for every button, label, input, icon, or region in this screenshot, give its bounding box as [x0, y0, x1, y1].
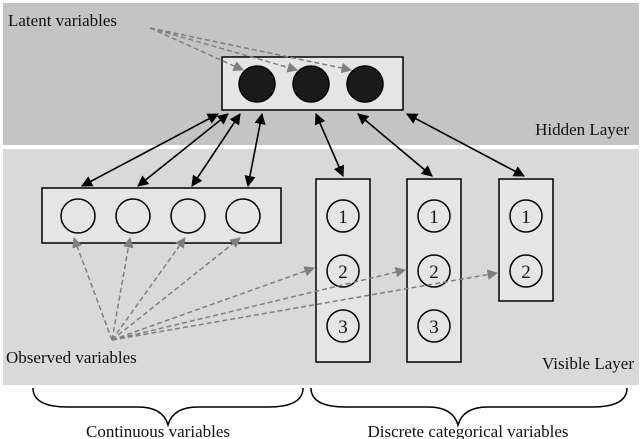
category-node: [417, 254, 451, 288]
latent-variables-label: Latent variables: [8, 11, 117, 30]
bidirectional-edge: [314, 112, 345, 178]
visible-layer-label: Visible Layer: [542, 354, 634, 373]
category-label: 2: [429, 262, 439, 283]
category-label: 2: [521, 262, 531, 283]
observed-pointer-arrow: [72, 237, 113, 341]
observed-pointer-arrow: [111, 269, 499, 341]
observed-node: [170, 198, 206, 234]
discrete-brace: [310, 387, 628, 428]
observed-pointer-arrow: [111, 237, 186, 341]
continuous-brace: [32, 387, 304, 428]
latent-node: [346, 65, 384, 103]
category-node: [417, 199, 451, 233]
observed-pointer-arrow: [111, 267, 407, 341]
latent-pointer-arrow: [149, 27, 244, 71]
category-node: [326, 254, 360, 288]
observed-pointer-arrow: [111, 266, 315, 341]
hidden-layer-label: Hidden Layer: [535, 120, 629, 139]
latent-node: [292, 65, 330, 103]
latent-pointer-arrow: [149, 27, 353, 74]
latent-pointer-arrow: [149, 27, 299, 73]
bidirectional-edge: [406, 113, 525, 177]
observed-node: [60, 198, 96, 234]
category-node: [417, 309, 451, 343]
category-node: [509, 199, 543, 233]
observed-node: [115, 198, 151, 234]
observed-pointer-arrow: [111, 236, 134, 341]
category-label: 2: [338, 262, 348, 283]
observed-variables-label: Observed variables: [6, 348, 137, 367]
observed-pointer-arrow: [111, 237, 241, 341]
category-label: 3: [338, 317, 348, 338]
category-node: [509, 254, 543, 288]
category-label: 1: [338, 207, 348, 228]
category-node: [326, 309, 360, 343]
bidirectional-edge: [191, 113, 241, 187]
observed-node: [225, 198, 261, 234]
latent-node: [238, 65, 276, 103]
category-label: 1: [521, 207, 531, 228]
category-node: [326, 199, 360, 233]
discrete-categorical-variables-label: Discrete categorical variables: [367, 422, 568, 439]
bidirectional-edge: [244, 112, 266, 188]
category-label: 3: [429, 317, 439, 338]
category-label: 1: [429, 207, 439, 228]
continuous-variables-label: Continuous variables: [86, 422, 230, 439]
